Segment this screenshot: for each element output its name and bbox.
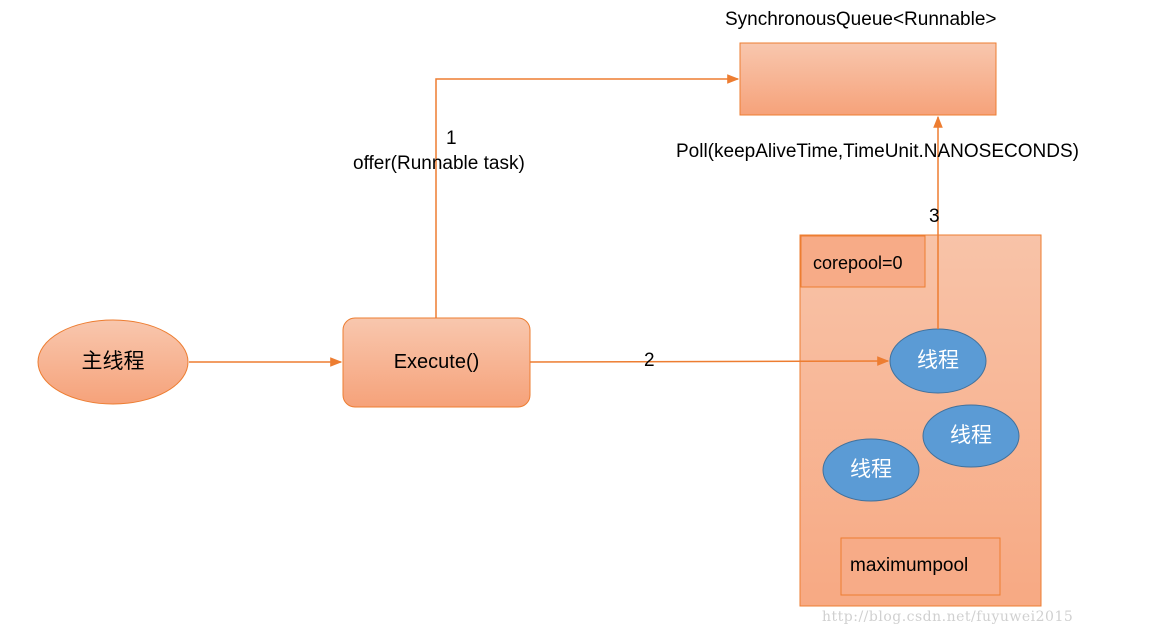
- arrow-execute-to-queue: [435, 74, 740, 318]
- thread-label-2: 线程: [950, 424, 992, 447]
- execute-label: Execute(): [393, 351, 480, 373]
- poll-step-number: 3: [929, 206, 940, 227]
- poll-label: Poll(keepAliveTime,TimeUnit.NANOSECONDS): [676, 141, 1079, 162]
- thread-node-3: [822, 438, 920, 502]
- thread-node-2: [922, 404, 1020, 468]
- arrow-execute-to-thread: [529, 356, 890, 366]
- maximumpool-label: maximumpool: [850, 555, 969, 576]
- corepool-box: [800, 235, 926, 288]
- main-thread-label: 主线程: [81, 350, 145, 373]
- synchronous-queue-box: [739, 42, 997, 116]
- execute-step-number: 2: [644, 350, 655, 371]
- main-thread-node: [37, 319, 189, 405]
- thread-label-1: 线程: [917, 349, 959, 372]
- offer-step-number: 1: [446, 128, 457, 149]
- offer-label: offer(Runnable task): [353, 153, 525, 174]
- thread-label-3: 线程: [850, 458, 892, 481]
- queue-title: SynchronousQueue<Runnable>: [725, 9, 997, 30]
- corepool-label: corepool=0: [813, 253, 903, 273]
- watermark: http://blog.csdn.net/fuyuwei2015: [822, 609, 1074, 625]
- maximumpool-box: [840, 537, 1001, 596]
